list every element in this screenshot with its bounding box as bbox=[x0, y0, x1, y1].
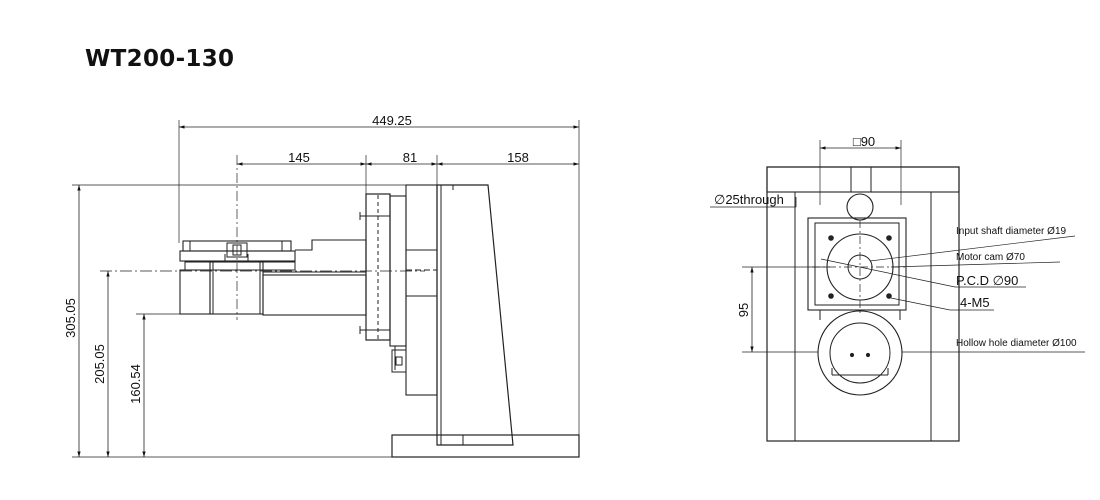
label-4m5: 4-M5 bbox=[960, 295, 990, 310]
dim-middle: 81 bbox=[403, 150, 417, 165]
dim-95: 95 bbox=[736, 303, 751, 317]
dim-height-mid: 205.05 bbox=[92, 344, 107, 384]
label-input-shaft: Input shaft diameter Ø19 bbox=[956, 226, 1067, 237]
front-view bbox=[710, 140, 1085, 442]
label-hollow-hole: Hollow hole diameter Ø100 bbox=[956, 338, 1077, 349]
side-view bbox=[72, 120, 580, 458]
label-motor-cam: Motor cam Ø70 bbox=[956, 252, 1025, 263]
drawing-title: WT200-130 bbox=[85, 46, 235, 72]
dim-through: ∅25through bbox=[714, 192, 784, 207]
dim-height-total: 305.05 bbox=[63, 298, 78, 338]
dim-height-low: 160.54 bbox=[128, 364, 143, 404]
dim-square: □90 bbox=[853, 134, 875, 149]
dim-right: 158 bbox=[507, 150, 529, 165]
dim-left: 145 bbox=[288, 150, 310, 165]
dim-overall-width: 449.25 bbox=[372, 113, 412, 128]
label-pcd: P.C.D ∅90 bbox=[956, 273, 1018, 288]
